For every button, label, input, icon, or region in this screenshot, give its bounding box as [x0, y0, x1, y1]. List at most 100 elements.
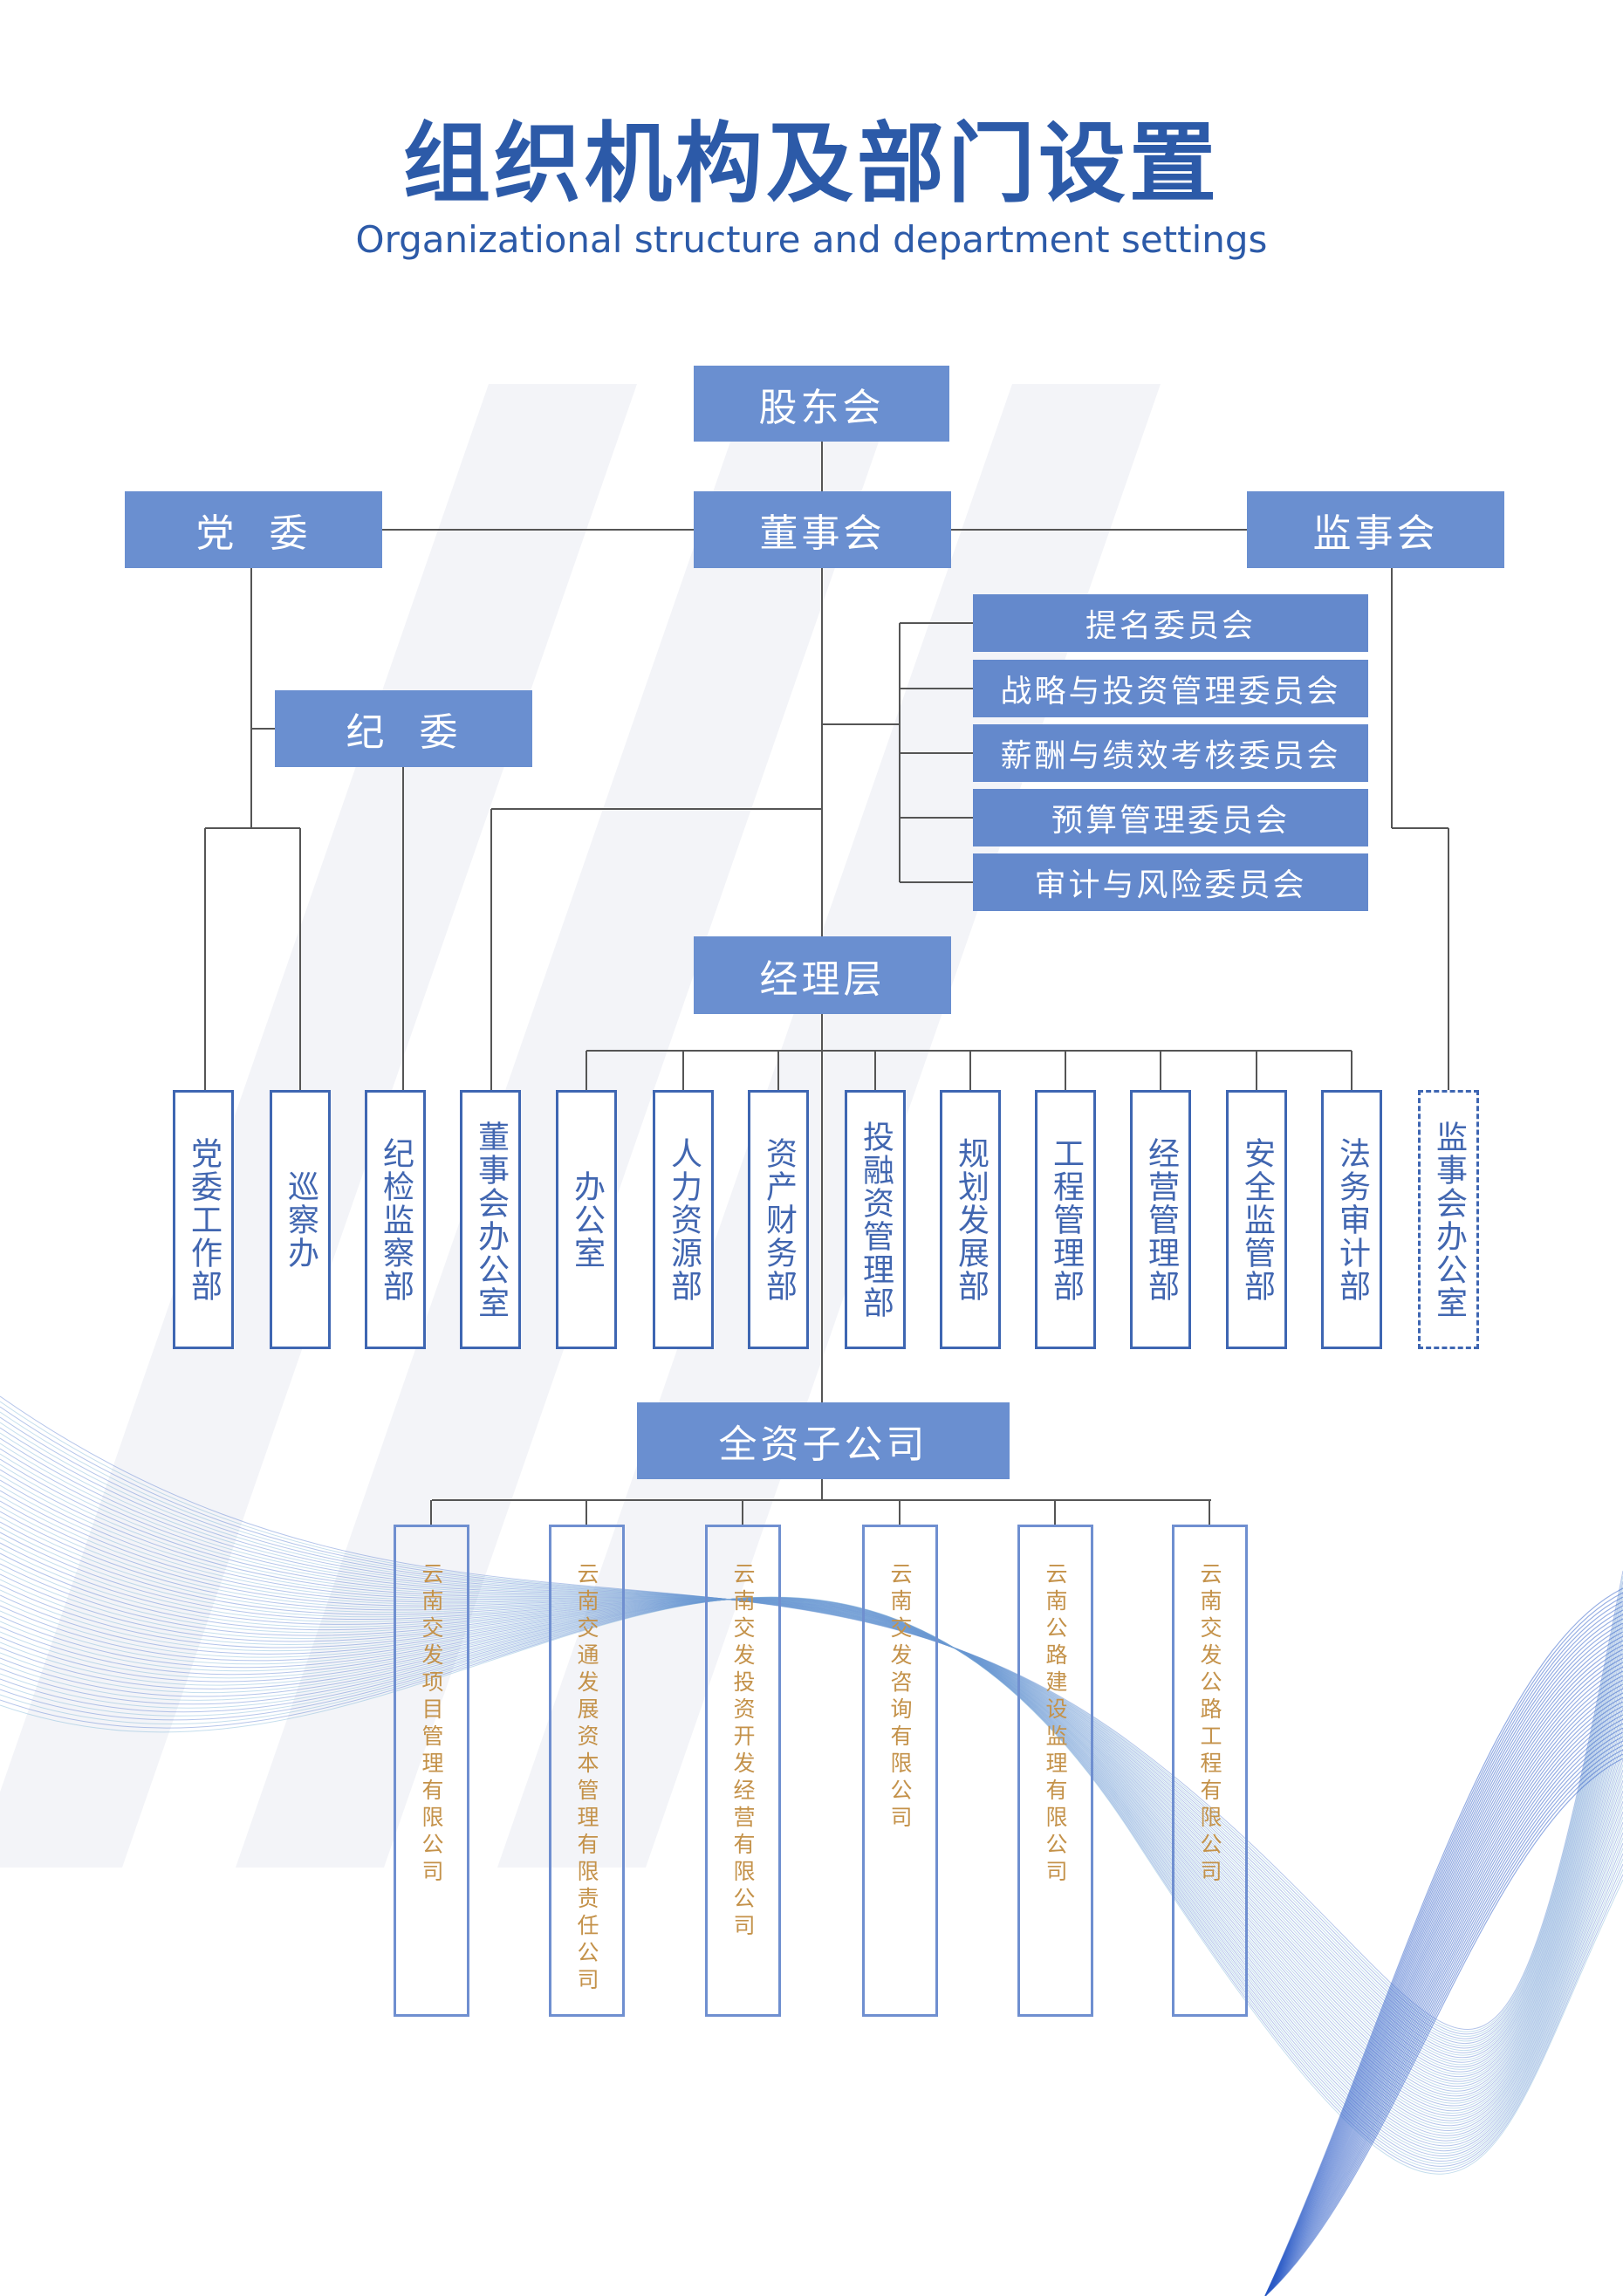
wave-line: [0, 1427, 1623, 2045]
wave-line: [0, 1511, 1623, 2082]
department-box: 党委工作部: [173, 1090, 234, 1349]
wave-line: [1264, 1644, 1623, 2296]
wave-line: [0, 1568, 1623, 2109]
wave-line: [0, 1474, 1623, 2066]
wave-line: [0, 1490, 1623, 2073]
wave-line: [0, 1526, 1623, 2089]
department-box: 资产财务部: [748, 1090, 809, 1349]
wave-line: [1264, 1587, 1623, 2296]
wave-line: [0, 1597, 1623, 2164]
wave-line: [0, 1422, 1623, 2042]
wave-line: [0, 1589, 1623, 2119]
wave-line: [1264, 1609, 1623, 2296]
subsidiary-box: 云南交发公路工程有限公司: [1172, 1525, 1248, 2017]
wave-line: [1264, 1605, 1623, 2296]
wave-line: [1264, 1758, 1623, 2296]
subsidiary-box: 云南交发投资开发经营有限公司: [705, 1525, 781, 2017]
wave-line: [0, 1573, 1623, 2112]
department-box: 安全监管部: [1226, 1090, 1287, 1349]
wave-line: [0, 1500, 1623, 2078]
party-committee-box: 党 委: [125, 491, 382, 568]
wave-line: [0, 1537, 1623, 2094]
wave-line: [0, 1516, 1623, 2085]
department-box: 人力资源部: [653, 1090, 714, 1349]
wave-line: [1264, 1675, 1623, 2296]
wave-line: [0, 1596, 1623, 2172]
wave-line: [0, 1598, 1623, 2132]
wave-line: [0, 1463, 1623, 2061]
wave-line: [0, 1458, 1623, 2059]
wave-line: [1264, 1753, 1623, 2296]
committee-box: 提名委员会: [973, 594, 1368, 652]
wave-line: [1264, 1688, 1623, 2296]
wave-line: [0, 1597, 1623, 2162]
wave-line: [0, 1597, 1623, 2169]
subsidiary-box: 云南公路建设监理有限公司: [1017, 1525, 1093, 2017]
wave-line: [1264, 1683, 1623, 2296]
wave-line: [0, 1597, 1623, 2155]
department-box: 法务审计部: [1321, 1090, 1382, 1349]
wave-line: [1264, 1670, 1623, 2296]
wave-line: [0, 1406, 1623, 2035]
committee-box: 薪酬与绩效考核委员会: [973, 724, 1368, 782]
committee-box: 战略与投资管理委员会: [973, 660, 1368, 717]
wave-line: [1264, 1662, 1623, 2296]
wave-line: [0, 1558, 1623, 2104]
discipline-committee-box: 纪 委: [275, 690, 532, 767]
wave-line: [0, 1495, 1623, 2075]
wave-line: [1264, 1705, 1623, 2296]
wave-line: [0, 1597, 1623, 2157]
wave-line: [1264, 1657, 1623, 2296]
wave-line: [0, 1395, 1623, 2030]
board-box: 董事会: [694, 491, 951, 568]
wave-line: [0, 1584, 1623, 2116]
committee-box: 预算管理委员会: [973, 789, 1368, 846]
wave-line: [0, 1448, 1623, 2053]
subsidiary-box: 云南交发项目管理有限公司: [394, 1525, 469, 2017]
wave-line: [1264, 1592, 1623, 2296]
shareholders-box: 股东会: [694, 366, 949, 442]
wave-line: [0, 1598, 1623, 2144]
wave-line: [1264, 1666, 1623, 2296]
supervisory-board-box: 监事会: [1247, 491, 1504, 568]
wave-line: [1264, 1640, 1623, 2296]
wave-line: [0, 1598, 1623, 2147]
department-box: 投融资管理部: [845, 1090, 906, 1349]
wave-line: [0, 1596, 1623, 2175]
wave-line: [1264, 1714, 1623, 2296]
subsidiary-box: 云南交发咨询有限公司: [862, 1525, 938, 2017]
wave-line: [0, 1401, 1623, 2032]
wave-line: [0, 1598, 1623, 2129]
wave-line: [0, 1552, 1623, 2101]
wave-line: [1264, 1727, 1623, 2296]
wave-line: [1264, 1679, 1623, 2296]
wave-line: [0, 1598, 1623, 2142]
committee-box: 审计与风险委员会: [973, 853, 1368, 911]
wave-line: [1264, 1618, 1623, 2296]
wave-line: [0, 1598, 1623, 2149]
department-box: 工程管理部: [1035, 1090, 1096, 1349]
wave-line: [1264, 1622, 1623, 2296]
wave-line: [1264, 1749, 1623, 2296]
wave-line: [0, 1416, 1623, 2039]
wave-line: [1264, 1614, 1623, 2296]
wave-line: [1264, 1600, 1623, 2296]
wave-line: [0, 1597, 1623, 2167]
wave-line: [1264, 1718, 1623, 2296]
wave-line: [0, 1598, 1623, 2139]
wave-line: [0, 1443, 1623, 2052]
department-box: 规划发展部: [940, 1090, 1001, 1349]
subsidiary-box: 云南交通发展资本管理有限责任公司: [549, 1525, 625, 2017]
wave-line: [1264, 1627, 1623, 2296]
management-box: 经理层: [694, 936, 951, 1014]
page-title: 组织机构及部门设置: [403, 113, 1220, 215]
wave-line: [0, 1521, 1623, 2087]
page-subtitle: Organizational structure and department …: [355, 218, 1268, 261]
wave-line: [0, 1469, 1623, 2063]
wave-line: [0, 1598, 1623, 2124]
wave-line: [1264, 1696, 1623, 2296]
wave-line: [0, 1563, 1623, 2107]
wave-line: [0, 1594, 1623, 2121]
